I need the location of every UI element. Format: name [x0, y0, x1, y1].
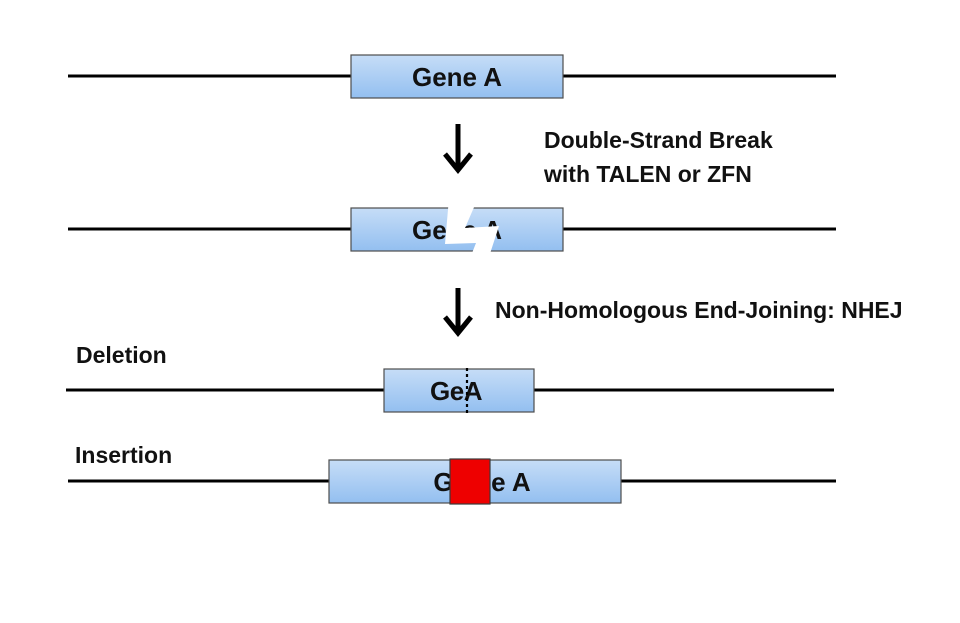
- step-break-line2: with TALEN or ZFN: [544, 161, 752, 187]
- insertion-label: Insertion: [75, 442, 173, 468]
- arrow-down-icon: [443, 288, 473, 337]
- row-deletion: GeA: [66, 368, 834, 413]
- gene-box: [383, 368, 535, 413]
- arrow-down-icon: [443, 124, 473, 174]
- step-nhej-label: Non-Homologous End-Joining: NHEJ: [495, 297, 903, 323]
- break-gap: [445, 198, 499, 266]
- gene-label: GeA: [430, 376, 483, 406]
- row-broken: Gene A: [68, 198, 836, 266]
- row-insertion: Ge ne A: [68, 458, 836, 505]
- deletion-label: Deletion: [76, 342, 167, 368]
- step-break-line1: Double-Strand Break: [544, 127, 773, 153]
- gene-label: Gene A: [412, 62, 502, 92]
- row-original: Gene A: [68, 54, 836, 99]
- gene-box: [350, 54, 564, 99]
- inserted-sequence: [449, 458, 491, 505]
